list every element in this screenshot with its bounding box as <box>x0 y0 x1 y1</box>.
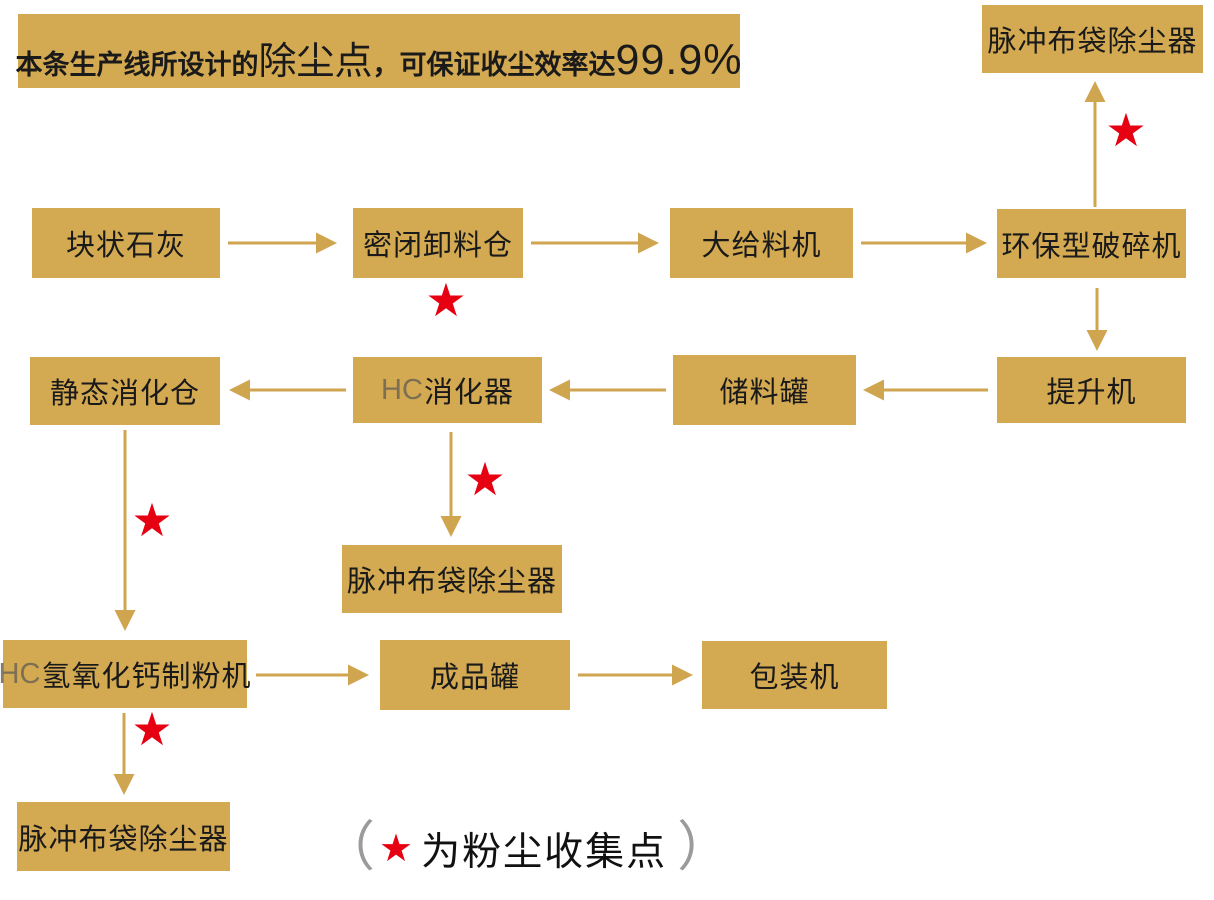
node-label: 密闭卸料仓 <box>362 230 513 262</box>
flow-node-dust-collector-mid: 脉冲布袋除尘器 <box>342 545 562 613</box>
dust-point-star-icon: ★ <box>131 703 173 756</box>
legend-close-paren: ） <box>677 817 732 877</box>
flow-node-feeder: 大给料机 <box>670 208 853 278</box>
node-label: 成品罐 <box>429 662 520 694</box>
node-label: 静态消化仓 <box>49 378 200 410</box>
node-label: 氢氧化钙制粉机 <box>41 661 252 693</box>
dust-point-star-icon: ★ <box>425 274 467 327</box>
flow-node-bucket-elevator: 提升机 <box>997 357 1186 423</box>
flow-node-dust-collector-top: 脉冲布袋除尘器 <box>982 5 1203 73</box>
dust-point-star-icon: ★ <box>464 453 506 506</box>
node-label-prefix: HC <box>0 657 41 690</box>
title-highlight: 除尘点 <box>258 41 373 83</box>
title-text: 本条生产线所设计的除尘点，可保证收尘效率达99.9% <box>16 39 743 82</box>
flow-node-lump-lime: 块状石灰 <box>32 208 220 278</box>
title-banner: 本条生产线所设计的除尘点，可保证收尘效率达99.9% <box>16 14 743 88</box>
node-label: 大给料机 <box>701 230 822 262</box>
flow-node-finished-product-tank: 成品罐 <box>380 640 570 710</box>
node-label: 块状石灰 <box>65 230 186 262</box>
flow-node-packing-machine: 包装机 <box>702 641 887 709</box>
flow-node-dust-collector-bottom: 脉冲布袋除尘器 <box>17 802 230 871</box>
title-efficiency-value: 99.9% <box>615 36 743 84</box>
dust-point-star-icon: ★ <box>131 494 173 547</box>
legend-open-paren: （ <box>321 817 375 877</box>
node-label: 消化器 <box>423 377 514 409</box>
node-label: 脉冲布袋除尘器 <box>987 26 1198 58</box>
flow-node-sealed-unloading-silo: 密闭卸料仓 <box>353 208 523 278</box>
legend-star-icon: ★ <box>379 828 414 870</box>
node-label: 脉冲布袋除尘器 <box>346 566 557 598</box>
legend-text: 为粉尘收集点 <box>421 831 668 874</box>
node-label: 脉冲布袋除尘器 <box>18 823 229 856</box>
node-label: 包装机 <box>749 662 840 694</box>
node-label: 储料罐 <box>719 377 810 409</box>
title-middle: ，可保证收尘效率达 <box>372 50 616 80</box>
node-label-prefix: HC <box>381 373 423 406</box>
legend: （ ★ 为粉尘收集点 ） <box>321 820 731 878</box>
node-label: 提升机 <box>1046 377 1137 409</box>
dust-point-star-icon: ★ <box>1105 104 1147 157</box>
flow-node-static-digestion-silo: 静态消化仓 <box>30 357 220 425</box>
node-label: 环保型破碎机 <box>1001 230 1182 263</box>
title-prefix: 本条生产线所设计的 <box>15 50 259 80</box>
flow-node-eco-crusher: 环保型破碎机 <box>997 209 1186 278</box>
flow-node-storage-tank: 储料罐 <box>673 355 856 425</box>
